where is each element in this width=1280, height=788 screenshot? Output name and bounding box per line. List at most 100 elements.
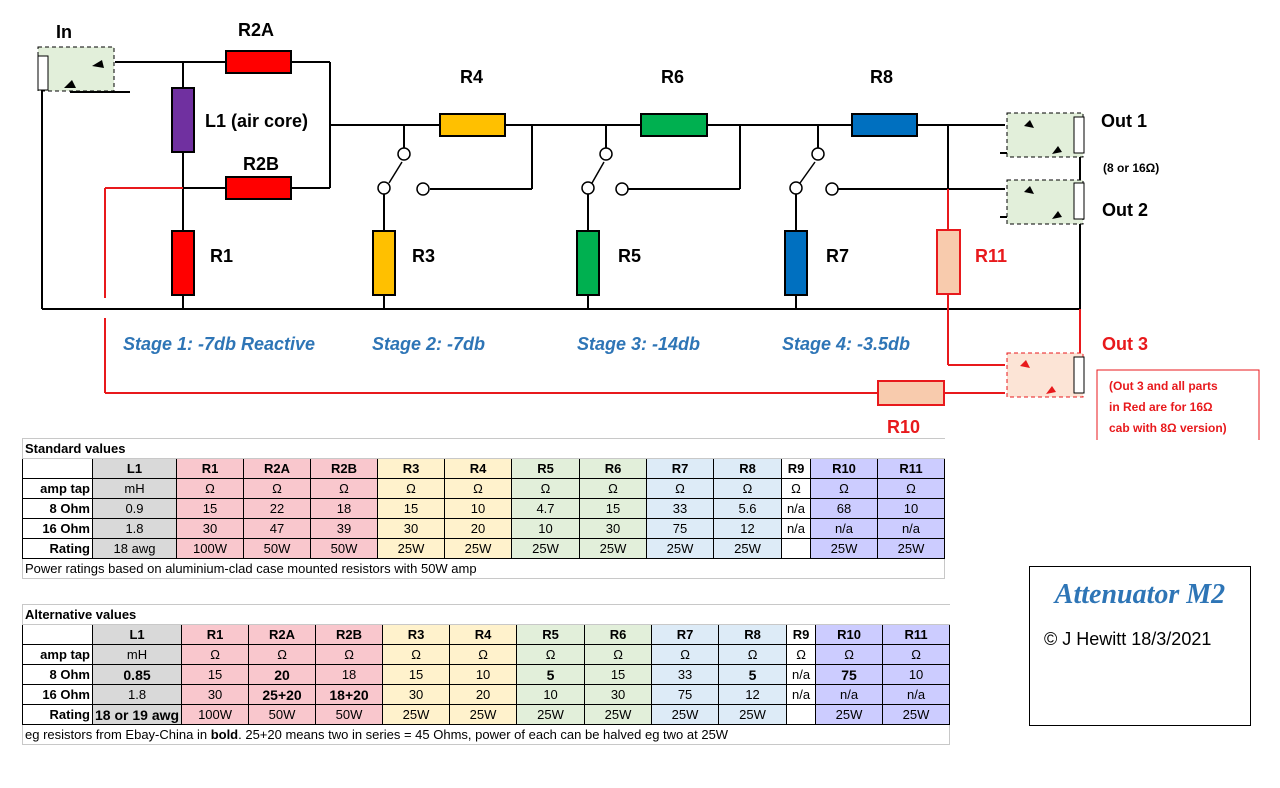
input-jack (37, 46, 115, 92)
table-cell: 15 (181, 664, 250, 685)
resistor-r4 (439, 113, 506, 137)
row-label: 16 Ohm (22, 518, 93, 539)
row-label: 8 Ohm (22, 498, 93, 519)
column-header: R9 (786, 624, 817, 645)
output-jack-1 (1006, 112, 1085, 158)
table-cell: Ω (382, 644, 451, 665)
column-header: R6 (584, 624, 653, 645)
table-cell: Ω (713, 478, 782, 499)
table-cell: n/a (810, 518, 878, 539)
label-r2b: R2B (243, 154, 279, 174)
table-cell: 15 (377, 498, 445, 519)
stage-1-caption: Stage 1: -7db Reactive (123, 334, 315, 354)
label-r5: R5 (618, 246, 641, 266)
table-cell: 25W (810, 538, 878, 559)
table-cell: n/a (781, 498, 811, 519)
table-cell: 33 (651, 664, 720, 685)
label-out1: Out 1 (1101, 111, 1147, 131)
table-cell: 25W (449, 704, 518, 725)
table-cell: 68 (810, 498, 878, 519)
row-label: amp tap (22, 644, 93, 665)
column-header: R5 (516, 624, 586, 645)
table-cell: 33 (646, 498, 714, 519)
table-cell: 25W (646, 538, 714, 559)
table-cell: 1.8 (91, 684, 183, 705)
switch-3-a (581, 181, 595, 195)
table-cell: 20 (444, 518, 512, 539)
table-cell: 50W (248, 704, 317, 725)
table-cell: Ω (718, 644, 788, 665)
table-cell: 75 (651, 684, 720, 705)
table-cell: 18 awg (92, 538, 177, 559)
table-cell: Ω (786, 644, 817, 665)
table-cell: 15 (382, 664, 451, 685)
table-cell: 15 (176, 498, 244, 519)
column-header: R6 (579, 458, 647, 479)
table-cell: 18 (310, 498, 378, 519)
table-cell: Ω (310, 478, 378, 499)
table-cell: Ω (511, 478, 580, 499)
table-cell: n/a (786, 664, 817, 685)
table-cell: n/a (882, 684, 951, 705)
red-note-line-2: in Red are for 16Ω (1109, 400, 1213, 414)
label-r4: R4 (460, 67, 483, 87)
resistor-r2b (225, 176, 292, 200)
table-cell: 18 (315, 664, 384, 685)
column-header: R7 (646, 458, 714, 479)
table-cell: 15 (584, 664, 653, 685)
column-header: R2A (243, 458, 311, 479)
table-cell: 100W (181, 704, 250, 725)
switch-4-a (789, 181, 803, 195)
alternative-title-row: Alternative values (21, 604, 950, 625)
column-header: R10 (815, 624, 884, 645)
resistor-r10 (877, 380, 945, 406)
column-header: R2B (315, 624, 384, 645)
table-cell: 12 (718, 684, 788, 705)
red-wiring (104, 187, 1081, 394)
diagram-title: Attenuator M2 (1054, 579, 1226, 610)
resistor-r8 (851, 113, 918, 137)
column-header: R3 (382, 624, 451, 645)
table-cell: 20 (449, 684, 518, 705)
table-cell: 25W (718, 704, 788, 725)
table-cell: 10 (516, 684, 586, 705)
remark-text-pre: eg resistors from Ebay-China in (25, 727, 211, 742)
table-cell: 10 (449, 664, 518, 685)
label-out3: Out 3 (1102, 334, 1148, 354)
column-header: R2A (248, 624, 317, 645)
table-cell: mH (92, 478, 177, 499)
table-cell: 12 (713, 518, 782, 539)
table-cell: 30 (579, 518, 647, 539)
label-out1-note: (8 or 16Ω) (1103, 161, 1159, 175)
resistor-r7 (784, 230, 808, 296)
table-cell: Ω (646, 478, 714, 499)
table-cell: 50W (243, 538, 311, 559)
column-header: R4 (444, 458, 512, 479)
stage-switches (377, 147, 839, 196)
table-cell: 30 (382, 684, 451, 705)
table-cell: 22 (243, 498, 311, 519)
table-cell: 100W (176, 538, 244, 559)
label-r10: R10 (887, 417, 920, 437)
table-cell: 1.8 (92, 518, 177, 539)
column-header: R4 (449, 624, 518, 645)
column-header: R11 (877, 458, 945, 479)
table-cell: 25W (377, 538, 445, 559)
alternative-remark-row: eg resistors from Ebay-China in bold. 25… (21, 724, 951, 745)
column-header: R2B (310, 458, 378, 479)
resistor-r6 (640, 113, 708, 137)
table-cell: 39 (310, 518, 378, 539)
table-cell: 15 (579, 498, 647, 519)
remark-text-post: . 25+20 means two in series = 45 Ohms, p… (238, 727, 729, 742)
label-r2a: R2A (238, 20, 274, 40)
alternative-remark: eg resistors from Ebay-China in bold. 25… (21, 724, 951, 745)
alternative-table-title: Alternative values (21, 604, 950, 625)
table-cell: 25W (579, 538, 647, 559)
table-cell: 25W (815, 704, 884, 725)
